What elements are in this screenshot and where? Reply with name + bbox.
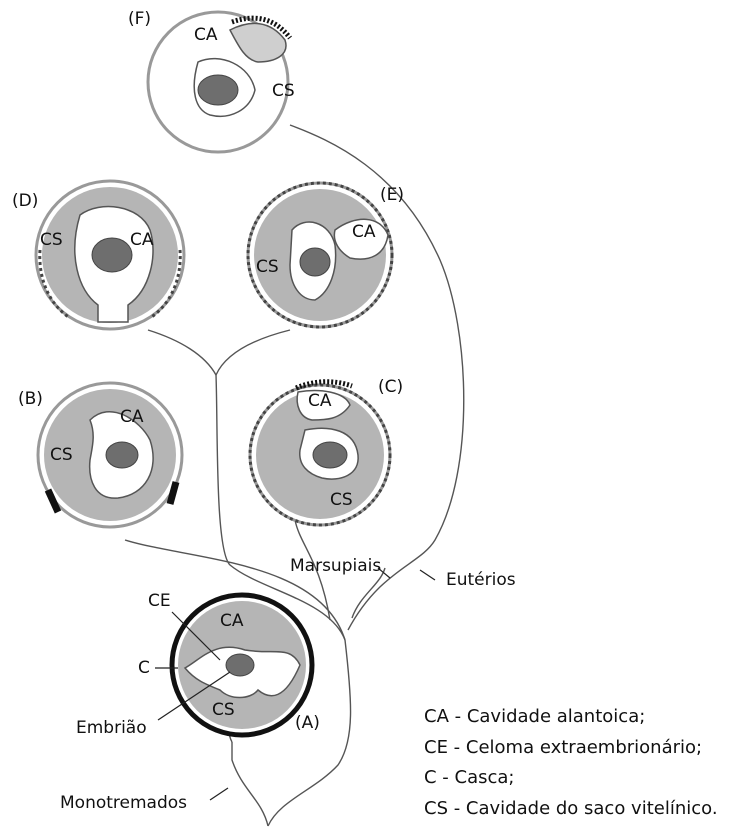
legend-item-ca: CA - Cavidade alantoica; — [424, 706, 645, 727]
branch-to-e — [216, 330, 290, 375]
egg-b-embryo — [106, 442, 138, 468]
egg-f-embryo — [198, 75, 238, 105]
stage-label-d: (D) — [12, 191, 38, 211]
egg-d — [36, 181, 184, 329]
c-ca-label: CA — [308, 391, 332, 411]
marsupials-label: Marsupiais — [290, 556, 381, 576]
pointer-monotremes — [210, 788, 228, 800]
embryo-label: Embrião — [76, 718, 147, 738]
egg-d-embryo — [92, 238, 132, 272]
egg-f — [148, 12, 290, 152]
stage-label-e: (E) — [380, 185, 404, 205]
a-ca-label: CA — [220, 611, 244, 631]
b-cs-label: CS — [50, 445, 73, 465]
stage-label-c: (C) — [378, 377, 403, 397]
f-cs-label: CS — [272, 81, 295, 101]
monotremes-label: Monotremados — [60, 793, 187, 813]
a-cs-label: CS — [212, 700, 235, 720]
f-ca-label: CA — [194, 25, 218, 45]
legend-item-cs: CS - Cavidade do saco vitelínico. — [424, 798, 718, 819]
a-ce-label: CE — [148, 591, 171, 611]
legend: CA - Cavidade alantoica; CE - Celoma ext… — [424, 706, 718, 819]
branch-root-left — [232, 742, 268, 826]
legend-item-ce: CE - Celoma extraembrionário; — [424, 737, 702, 758]
egg-a-embryo — [226, 654, 254, 676]
pointer-eutherians — [420, 570, 435, 580]
egg-c-embryo — [313, 442, 347, 468]
a-c-label: C — [138, 658, 150, 678]
stage-label-a: (A) — [295, 713, 320, 733]
eutherians-label: Eutérios — [446, 570, 516, 590]
e-ca-label: CA — [352, 222, 376, 242]
d-cs-label: CS — [40, 230, 63, 250]
d-ca-label: CA — [130, 230, 154, 250]
e-cs-label: CS — [256, 257, 279, 277]
egg-e-embryo — [300, 248, 330, 276]
stage-label-b: (B) — [18, 389, 43, 409]
branch-to-d — [148, 330, 216, 375]
egg-e — [248, 183, 392, 327]
legend-item-c: C - Casca; — [424, 767, 514, 788]
c-cs-label: CS — [330, 490, 353, 510]
b-ca-label: CA — [120, 407, 144, 427]
stage-label-f: (F) — [128, 9, 151, 29]
